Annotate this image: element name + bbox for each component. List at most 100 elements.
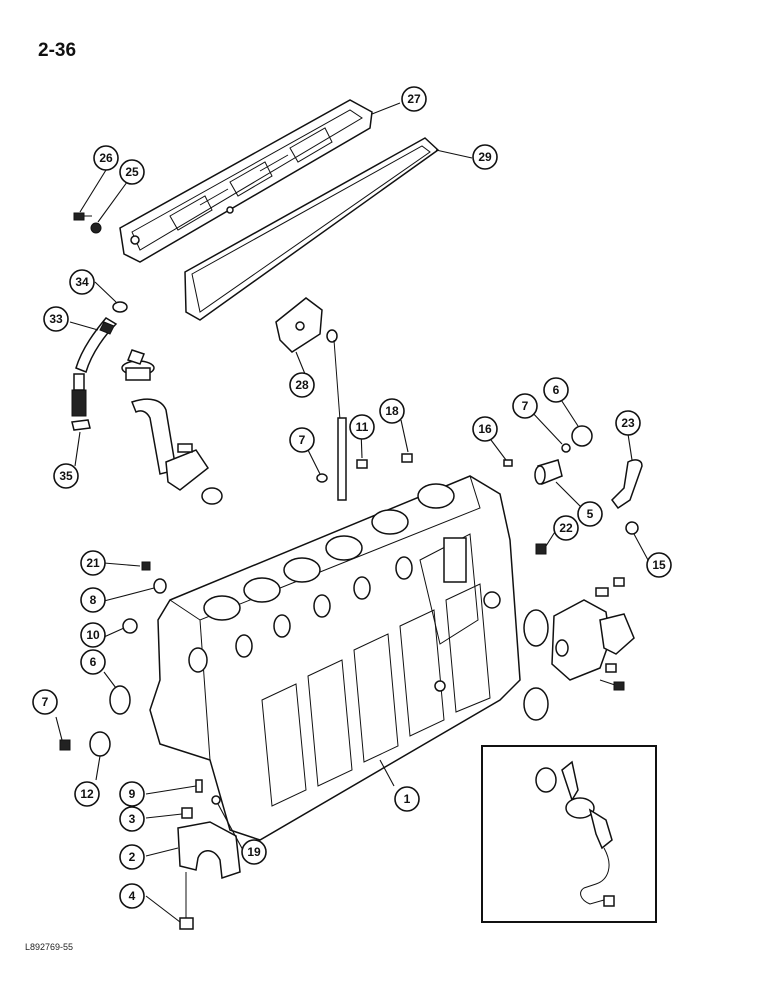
- callout-1: 1: [394, 786, 420, 812]
- callout-35: 35: [53, 463, 79, 489]
- callout-23: 23: [615, 410, 641, 436]
- callout-18: 18: [379, 398, 405, 424]
- callout-2: 2: [119, 844, 145, 870]
- callout-22: 22: [553, 515, 579, 541]
- svg-text:25: 25: [125, 165, 139, 179]
- callout-28: 28: [289, 372, 315, 398]
- oil-filler-cap: [121, 349, 155, 381]
- plug-10: [122, 618, 138, 634]
- svg-text:11: 11: [356, 420, 369, 434]
- plug-11: [356, 459, 368, 469]
- svg-text:12: 12: [80, 787, 94, 801]
- valve-cover: [119, 99, 373, 263]
- dipstick: [326, 329, 347, 501]
- callout-9: 9: [119, 781, 145, 807]
- plug-21: [141, 561, 151, 571]
- svg-text:4: 4: [129, 889, 136, 903]
- cam-bushing: [534, 459, 563, 486]
- plug-18: [401, 453, 413, 463]
- svg-text:22: 22: [559, 521, 573, 535]
- valve-cover-gasket: [184, 137, 440, 321]
- svg-text:23: 23: [621, 416, 635, 430]
- callout-7-upper: 7: [289, 427, 315, 453]
- water-inlet-housing: [523, 577, 635, 681]
- dipstick-plate: [275, 297, 323, 353]
- callout-7-right: 7: [512, 393, 538, 419]
- svg-text:29: 29: [478, 150, 492, 164]
- breather-hose: [71, 317, 118, 417]
- callout-10: 10: [80, 622, 106, 648]
- expansion-plug-6-left: [109, 685, 131, 715]
- plug-22: [535, 543, 547, 555]
- figure-code: L892769-55: [25, 942, 74, 952]
- cover-nut: [90, 222, 102, 234]
- ring-15: [625, 521, 639, 535]
- cover-bolt: [73, 212, 92, 221]
- svg-text:16: 16: [478, 422, 492, 436]
- callout-16: 16: [472, 416, 498, 442]
- plug-19: [211, 795, 221, 805]
- svg-text:15: 15: [652, 558, 666, 572]
- callout-8: 8: [80, 587, 106, 613]
- svg-text:6: 6: [553, 383, 560, 397]
- plug-7-left: [59, 739, 71, 751]
- callout-4: 4: [119, 883, 145, 909]
- svg-text:3: 3: [129, 812, 136, 826]
- svg-text:33: 33: [49, 312, 63, 326]
- callout-11: 11: [349, 414, 375, 440]
- housing-bolt: [599, 663, 625, 691]
- callout-21: 21: [80, 550, 106, 576]
- cap-bolt: [179, 872, 194, 930]
- dowel-9: [195, 779, 203, 793]
- svg-text:27: 27: [407, 92, 421, 106]
- svg-text:7: 7: [42, 695, 49, 709]
- callout-19: 19: [241, 839, 267, 865]
- callout-25: 25: [119, 159, 145, 185]
- callout-26: 26: [93, 145, 119, 171]
- svg-text:6: 6: [90, 655, 97, 669]
- water-tube: [611, 459, 643, 510]
- svg-text:8: 8: [90, 593, 97, 607]
- plug-7-top: [316, 473, 328, 483]
- main-bearing-cap: [177, 821, 241, 880]
- svg-text:26: 26: [99, 151, 113, 165]
- svg-text:9: 9: [129, 787, 136, 801]
- callout-6-left: 6: [80, 649, 106, 675]
- plug-7-right: [561, 443, 571, 453]
- rear-seal: [523, 687, 549, 721]
- svg-text:7: 7: [299, 433, 306, 447]
- svg-text:10: 10: [86, 628, 100, 642]
- callout-33: 33: [43, 306, 69, 332]
- svg-text:18: 18: [385, 404, 399, 418]
- callout-34: 34: [69, 269, 95, 295]
- callout-7-left: 7: [32, 689, 58, 715]
- callout-15: 15: [646, 552, 672, 578]
- callout-3: 3: [119, 806, 145, 832]
- svg-text:5: 5: [587, 507, 594, 521]
- hose-clamp: [112, 301, 128, 313]
- callout-27: 27: [401, 86, 427, 112]
- plug-8: [153, 578, 167, 594]
- plug-12: [89, 731, 111, 757]
- leader-lines: [55, 102, 649, 923]
- svg-text:1: 1: [404, 792, 411, 806]
- svg-text:35: 35: [59, 469, 73, 483]
- plug-16: [503, 459, 513, 467]
- svg-text:2: 2: [129, 850, 136, 864]
- svg-text:7: 7: [522, 399, 529, 413]
- expansion-plug-6-right: [571, 425, 593, 447]
- page-number: 2-36: [38, 40, 77, 61]
- cylinder-block: [149, 475, 521, 841]
- svg-text:19: 19: [247, 845, 261, 859]
- callout-12: 12: [74, 781, 100, 807]
- callout-6-right: 6: [543, 377, 569, 403]
- svg-text:28: 28: [295, 378, 309, 392]
- sleeve-3: [181, 807, 193, 819]
- inset-detail: [481, 745, 657, 923]
- svg-text:21: 21: [86, 556, 100, 570]
- svg-text:34: 34: [75, 275, 89, 289]
- callout-5: 5: [577, 501, 603, 527]
- oil-filler-tube: [131, 398, 223, 505]
- callout-29: 29: [472, 144, 498, 170]
